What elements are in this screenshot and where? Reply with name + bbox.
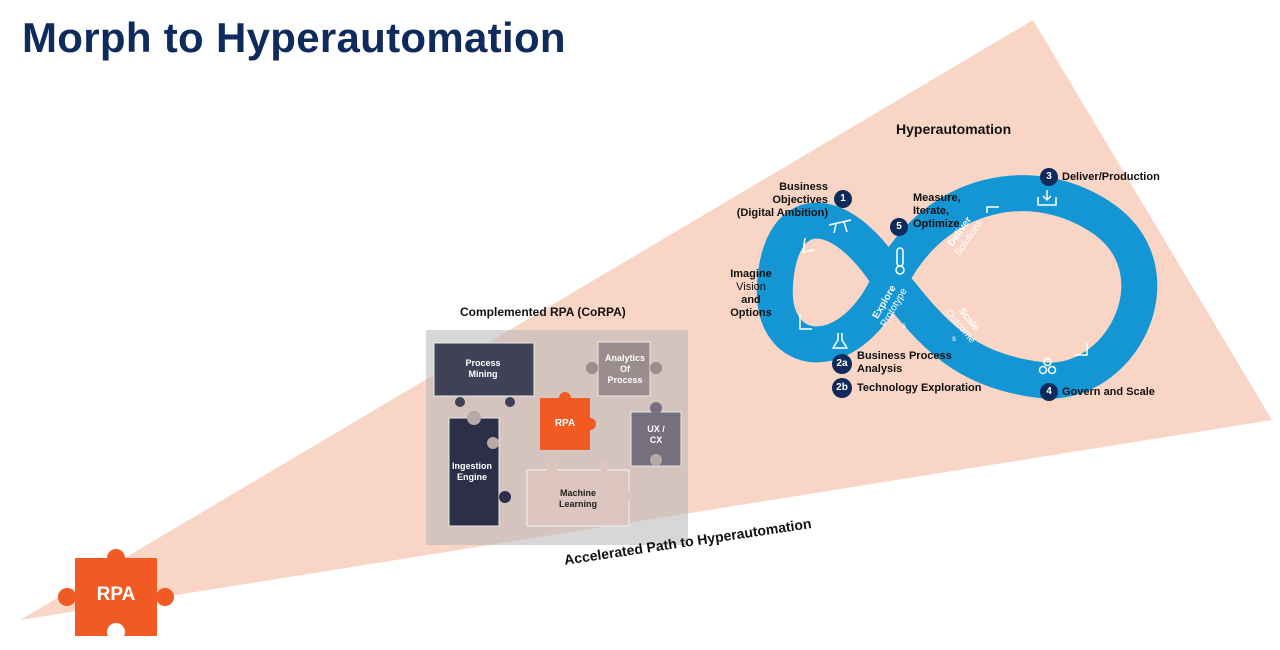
step2b-label: Technology Exploration: [857, 382, 982, 394]
growth-cone: [20, 20, 1272, 620]
step3-label: Deliver/Production: [1062, 171, 1160, 183]
rpa-piece-label: RPA: [96, 584, 136, 605]
step1-badge: 1: [834, 190, 852, 208]
step2a-label: Business Process Analysis: [857, 350, 952, 375]
corpa-rpa-piece: [540, 392, 596, 450]
analytics-label: Analytics Of Process: [604, 353, 646, 385]
step4-label: Govern and Scale: [1062, 386, 1155, 398]
hyperautomation-heading: Hyperautomation: [896, 121, 1012, 137]
step1-label: Business Objectives (Digital Ambition): [736, 181, 828, 219]
corpa-heading: Complemented RPA (CoRPA): [460, 305, 626, 319]
step2a-badge: 2a: [832, 354, 852, 374]
ml-label: Machine Learning: [558, 488, 597, 509]
rpa-puzzle-piece: [58, 549, 174, 641]
uxcx-label: UX / CX: [647, 424, 665, 445]
ml-piece: [526, 459, 633, 527]
step4-badge: 4: [1040, 383, 1058, 401]
analytics-piece: [586, 341, 662, 397]
gears-icon: [1038, 357, 1057, 375]
flask-icon: [831, 333, 849, 349]
page-title: Morph to Hyperautomation: [22, 14, 566, 61]
step2b-badge: 2b: [832, 378, 852, 398]
corpa-rpa-label: RPA: [554, 418, 576, 429]
loop-arrows: [799, 206, 1088, 356]
loop-scale-tail: s: [952, 334, 956, 343]
loop-explore-tail: s: [902, 321, 906, 330]
uxcx-piece: [630, 402, 682, 467]
thermometer-icon: [895, 247, 905, 275]
telescope-icon: [828, 219, 852, 234]
process-mining-piece: [433, 342, 535, 407]
ingestion-piece: [448, 411, 511, 527]
step3-badge: 3: [1040, 168, 1058, 186]
inbox-icon: [1037, 190, 1057, 206]
imagine-label: Imagine Vision and Options: [730, 268, 772, 319]
step5-badge: 5: [890, 218, 908, 236]
process-mining-label: Process Mining: [465, 358, 501, 379]
infinity-loop: [756, 175, 1158, 399]
ingestion-label: Ingestion Engine: [452, 461, 492, 482]
step5-label: Measure, Iterate, Optimize: [913, 192, 961, 230]
